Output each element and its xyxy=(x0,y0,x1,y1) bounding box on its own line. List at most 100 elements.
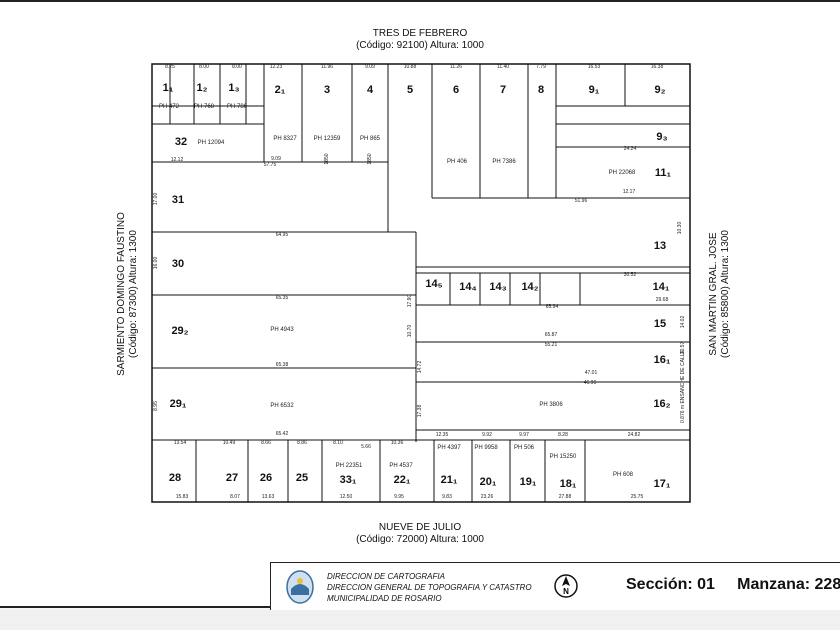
parcel-label: 32 xyxy=(174,136,188,148)
ph-label: PH 608 xyxy=(612,472,633,478)
north-arrow-icon: N xyxy=(554,574,578,598)
dimension-label: 65.94 xyxy=(545,304,559,310)
parcel-lines xyxy=(152,64,690,502)
dimension-label: 8.66 xyxy=(261,440,271,446)
ph-label: PH 4537 xyxy=(389,463,413,469)
parcel-label: 22₁ xyxy=(393,474,411,486)
ph-label: PH 4397 xyxy=(437,445,461,451)
dimension-label: 9.95 xyxy=(394,494,404,500)
dimension-label: 16.38 xyxy=(650,64,664,70)
block-plan xyxy=(151,63,691,503)
dimension-label: 11.40 xyxy=(496,64,510,70)
parcel-label: 5 xyxy=(406,84,414,96)
viewer-bottom-bar xyxy=(0,610,840,630)
dimension-label: 65.38 xyxy=(275,362,289,368)
parcel-label: 11₁ xyxy=(654,167,672,179)
parcel-label: 9₃ xyxy=(656,131,668,143)
dimension-label: 16.00 xyxy=(153,256,159,270)
dimension-label: 10.30 xyxy=(677,221,683,235)
street-south-info: (Código: 72000) Altura: 1000 xyxy=(356,534,484,545)
dimension-label: 17.38 xyxy=(417,404,423,418)
dimension-label: 46.96 xyxy=(583,380,597,386)
dimension-label: 9.09 xyxy=(365,64,375,70)
dimension-label: 30.52 xyxy=(623,272,637,278)
parcel-label: 20₁ xyxy=(479,476,497,488)
dimension-label: 8.10 xyxy=(333,440,343,446)
dimension-label: 9.92 xyxy=(482,432,492,438)
ph-label: PH 15250 xyxy=(549,454,577,460)
ph-label: PH 506 xyxy=(513,445,534,451)
ph-label: PH 865 xyxy=(359,136,380,142)
dimension-label: 8.95 xyxy=(153,401,159,411)
dimension-label: 8.00 xyxy=(232,64,242,70)
dimension-label: 23.26 xyxy=(480,494,494,500)
dimension-label: 9.97 xyxy=(519,432,529,438)
parcel-label: 19₁ xyxy=(519,476,537,488)
parcel-label: 30 xyxy=(171,258,185,270)
dimension-label: 9.83 xyxy=(442,494,452,500)
parcel-label: 15 xyxy=(653,318,667,330)
agency-line-1: DIRECCION DE CARTOGRAFIA xyxy=(327,572,445,581)
dimension-label: 65.87 xyxy=(544,332,558,338)
parcel-label: 33₁ xyxy=(339,474,357,486)
dimension-label: 14.72 xyxy=(417,360,423,374)
parcel-label: 25 xyxy=(295,472,309,484)
section-block-label: Sección: 01 Manzana: 228 xyxy=(626,576,840,594)
ph-label: PH 22068 xyxy=(608,170,636,176)
parcel-label: 2₁ xyxy=(274,84,286,96)
parcel-label: 14₂ xyxy=(521,281,539,293)
dimension-label: 27.88 xyxy=(558,494,572,500)
street-north-name: TRES DE FEBRERO xyxy=(372,28,468,39)
ph-label: PH 406 xyxy=(446,159,467,165)
ph-label: PH 4943 xyxy=(270,327,294,333)
parcel-label: 1₂ xyxy=(196,82,208,94)
city-seal-icon xyxy=(286,570,314,604)
parcel-label: 1₁ xyxy=(162,82,174,94)
dimension-label: 12.17 xyxy=(622,189,636,195)
dimension-label: 57.75 xyxy=(263,162,277,168)
ph-label: PH 12359 xyxy=(313,136,341,142)
dimension-label: 12.23 xyxy=(269,64,283,70)
parcel-label: 31 xyxy=(171,194,185,206)
dimension-label: 24.82 xyxy=(627,432,641,438)
dimension-label: 24.24 xyxy=(623,146,637,152)
parcel-label: 4 xyxy=(366,84,374,96)
dimension-label: 25.75 xyxy=(630,494,644,500)
ph-label: PH 6532 xyxy=(270,403,294,409)
parcel-label: 16₁ xyxy=(653,354,671,366)
parcel-label: 6 xyxy=(452,84,460,96)
parcel-label: 29₂ xyxy=(171,325,189,337)
ph-label: PH 472 xyxy=(158,104,179,110)
parcel-label: 14₃ xyxy=(489,281,507,293)
block-label: Manzana: 228 xyxy=(737,576,840,593)
parcel-label: 13 xyxy=(653,240,667,252)
parcel-label: 9₁ xyxy=(588,84,600,96)
dimension-label: 29.68 xyxy=(655,297,669,303)
parcel-label: 1₃ xyxy=(228,82,240,94)
agency-text: DIRECCION DE CARTOGRAFIA DIRECCION GENER… xyxy=(327,571,532,604)
dimension-label: 1850 xyxy=(324,153,330,165)
dimension-label: 16.53 xyxy=(587,64,601,70)
dimension-label: 17.00 xyxy=(153,192,159,206)
parcel-label: 8 xyxy=(537,84,545,96)
parcel-label: 7 xyxy=(499,84,507,96)
dimension-label: 10.88 xyxy=(403,64,417,70)
parcel-label: 14₁ xyxy=(652,281,670,293)
dimension-label: 12.50 xyxy=(339,494,353,500)
parcel-label: 29₁ xyxy=(169,398,187,410)
dimension-label: 55.21 xyxy=(544,342,558,348)
dimension-label: 51.96 xyxy=(574,198,588,204)
parcel-label: 21₁ xyxy=(440,474,458,486)
parcel-label: 28 xyxy=(168,472,182,484)
ph-label: PH 12094 xyxy=(197,140,225,146)
ph-label: PH 8327 xyxy=(273,136,297,142)
title-block: DIRECCION DE CARTOGRAFIA DIRECCION GENER… xyxy=(270,562,840,610)
agency-line-3: MUNICIPALIDAD DE ROSARIO xyxy=(327,594,442,603)
dimension-label: 10.36 xyxy=(390,440,404,446)
parcel-label: 9₂ xyxy=(654,84,666,96)
street-south-name: NUEVE DE JULIO xyxy=(378,522,462,533)
dimension-label: 10.49 xyxy=(222,440,236,446)
ph-label: PH 3806 xyxy=(539,402,563,408)
dimension-label: 7.79 xyxy=(536,64,546,70)
street-south: NUEVE DE JULIO (Código: 72000) Altura: 1… xyxy=(330,522,510,546)
